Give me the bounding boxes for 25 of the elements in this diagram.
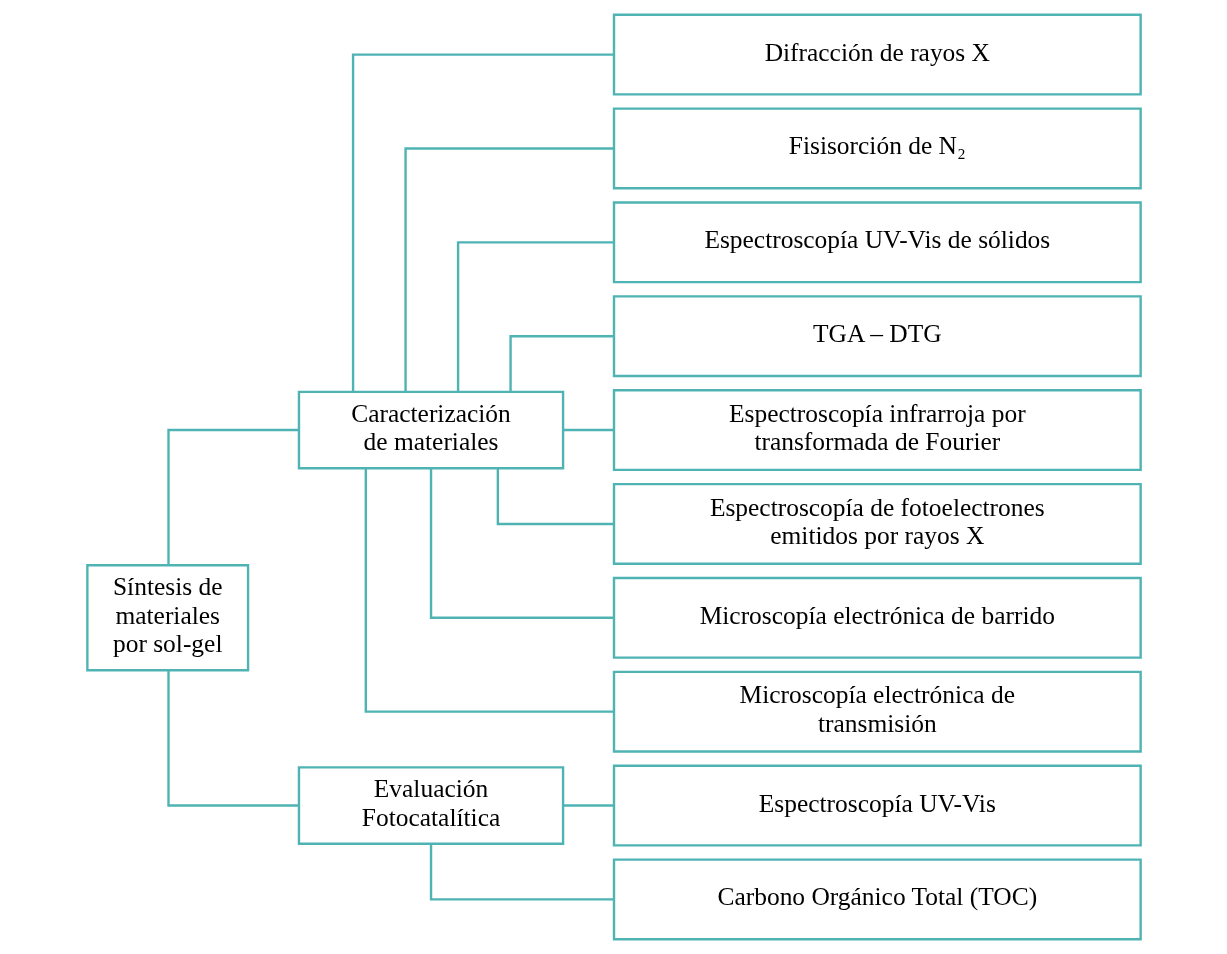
connector — [403, 147, 614, 392]
node-box: Difracción de rayos X — [612, 13, 1142, 96]
connector — [562, 804, 614, 807]
connector — [562, 428, 614, 432]
connector — [508, 335, 614, 392]
connector — [429, 844, 614, 901]
connector — [351, 53, 614, 392]
node-box: Espectroscopía de fotoelectrones emitidos por rayos X — [612, 482, 1142, 565]
node-box: Espectroscopía UV-Vis — [612, 764, 1142, 847]
node-box: TGA – DTG — [612, 295, 1142, 378]
node-box: Espectroscopía UV-Vis de sólidos — [612, 201, 1142, 284]
node-box: Fisisorción de N₂ — [612, 107, 1142, 190]
node-box: Caracterización de materiales — [297, 390, 564, 470]
connector — [166, 428, 298, 565]
connector — [496, 468, 614, 526]
node-box: Microscopía electrónica de barrido — [612, 576, 1142, 659]
connector — [364, 468, 613, 713]
node-box: Espectroscopía infrarroja por transformada de Fourier — [612, 389, 1142, 472]
connector — [456, 241, 614, 392]
connector — [166, 670, 298, 807]
node-box: Microscopía electrónica de transmisión — [612, 670, 1142, 753]
node-box: Evaluación Fotocatalítica — [297, 766, 564, 845]
connector — [429, 468, 614, 619]
node-box: Síntesis de materiales por sol-gel — [85, 564, 249, 672]
node-box: Carbono Orgánico Total (TOC) — [612, 858, 1142, 941]
